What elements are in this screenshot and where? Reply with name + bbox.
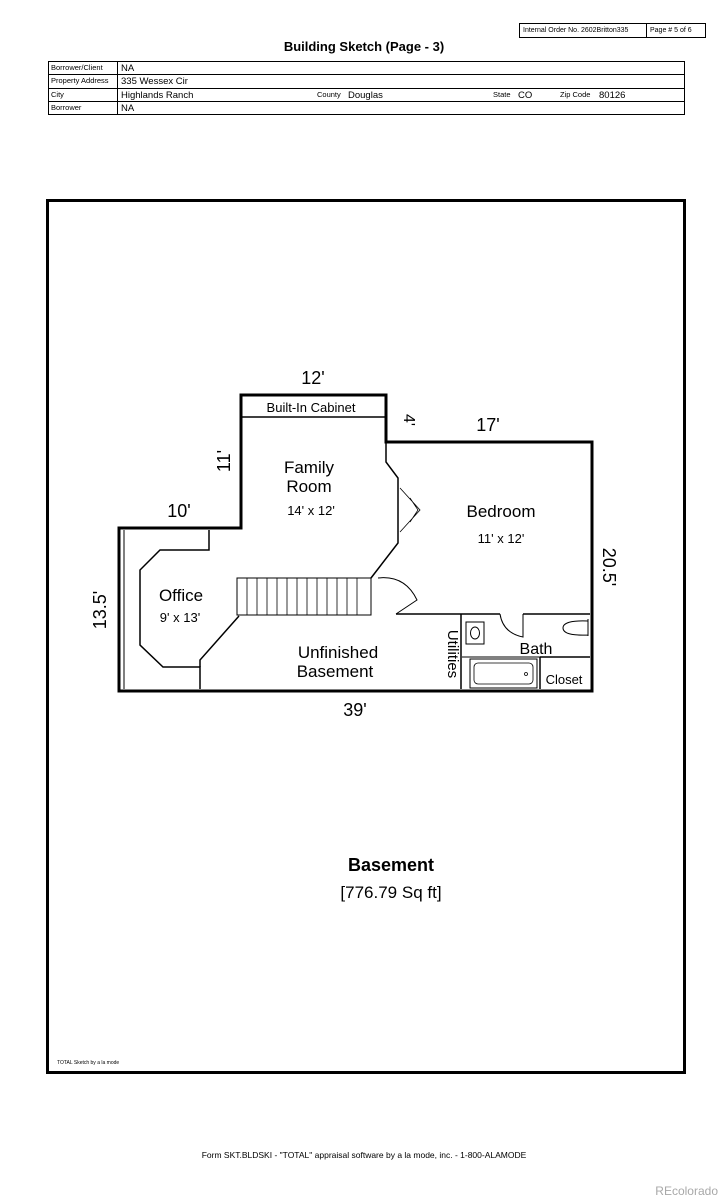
property-info-table: Borrower/Client NA Property Address 335 … [48, 61, 685, 115]
state-label: State [493, 89, 511, 99]
bath-door-swing [499, 613, 524, 638]
property-address-label: Property Address [51, 76, 109, 86]
bath-label: Bath [520, 641, 553, 658]
property-address-value: 335 Wessex Cir [121, 76, 188, 88]
closet-label: Closet [546, 672, 583, 687]
dim-left-height: 13.5' [90, 591, 110, 629]
city-value: Highlands Ranch [121, 89, 194, 101]
office-label: Office [159, 586, 203, 605]
county-value: Douglas [348, 89, 383, 101]
bathtub-drain [524, 672, 528, 676]
zip-code-label: Zip Code [560, 89, 591, 99]
office-size: 9' x 13' [160, 610, 200, 625]
dim-cabinet-drop: 4' [400, 414, 417, 426]
county-label: County [317, 89, 341, 99]
borrower-client-value: NA [121, 63, 135, 74]
utilities-label: Utilities [444, 630, 461, 678]
sink [465, 621, 485, 645]
dim-right-height: 20.5' [599, 548, 619, 586]
state-value: CO [518, 89, 533, 101]
dim-top-width: 12' [301, 368, 324, 388]
family-bedroom-wall [370, 442, 399, 579]
bathtub [469, 658, 538, 689]
borrower-client-label: Borrower/Client [51, 63, 103, 72]
row-borrower-client: Borrower/Client NA [49, 62, 684, 76]
bedroom-label: Bedroom [467, 502, 536, 521]
unfinished-basement-line1: Unfinished [298, 643, 378, 662]
area-title: Basement [348, 855, 434, 875]
sink-basin [470, 626, 480, 640]
page-title: Building Sketch (Page - 3) [283, 39, 445, 54]
sketch-frame [46, 199, 686, 1074]
dim-family-room-height: 11' [214, 450, 234, 472]
office-walls [139, 530, 210, 689]
built-in-cabinet-label: Built-In Cabinet [267, 400, 356, 415]
bathtub-inner [473, 662, 534, 685]
family-room-size: 14' x 12' [287, 503, 335, 518]
stair-door-swing [377, 577, 418, 615]
sketch-credit: TOTAL Sketch by a la mode [57, 1060, 120, 1066]
row-city: City Highlands Ranch County Douglas Stat… [49, 89, 684, 102]
row-property-address: Property Address 335 Wessex Cir [49, 75, 684, 89]
row-borrower: Borrower NA [49, 102, 684, 115]
bifold-door [399, 487, 421, 533]
city-label: City [51, 89, 64, 99]
family-room-label-line2: Room [286, 477, 331, 496]
unfinished-basement-line2: Basement [297, 662, 374, 681]
toilet [562, 619, 589, 636]
dim-bedroom-width: 17' [476, 415, 499, 435]
dim-bottom-width: 39' [343, 700, 366, 720]
form-footer: Form SKT.BLDSKI - "TOTAL" appraisal soft… [201, 1150, 527, 1160]
borrower-label: Borrower [51, 102, 82, 112]
borrower-value: NA [121, 102, 135, 114]
watermark: REcolorado [655, 1184, 718, 1198]
zip-code-value: 80126 [599, 89, 626, 101]
bedroom-size: 11' x 12' [478, 531, 525, 546]
internal-order-number: Internal Order No. 2602Britton335 [523, 27, 629, 34]
page-number: Page # 5 of 6 [646, 24, 695, 37]
family-room-label-line1: Family [284, 458, 335, 477]
dim-left-step-width: 10' [167, 501, 190, 521]
office-angled-wall [199, 615, 240, 667]
area-value: [776.79 Sq ft] [340, 883, 441, 902]
order-info-box: Internal Order No. 2602Britton335 Page #… [519, 23, 706, 38]
stair-treads [246, 578, 358, 615]
stairs [236, 577, 372, 616]
